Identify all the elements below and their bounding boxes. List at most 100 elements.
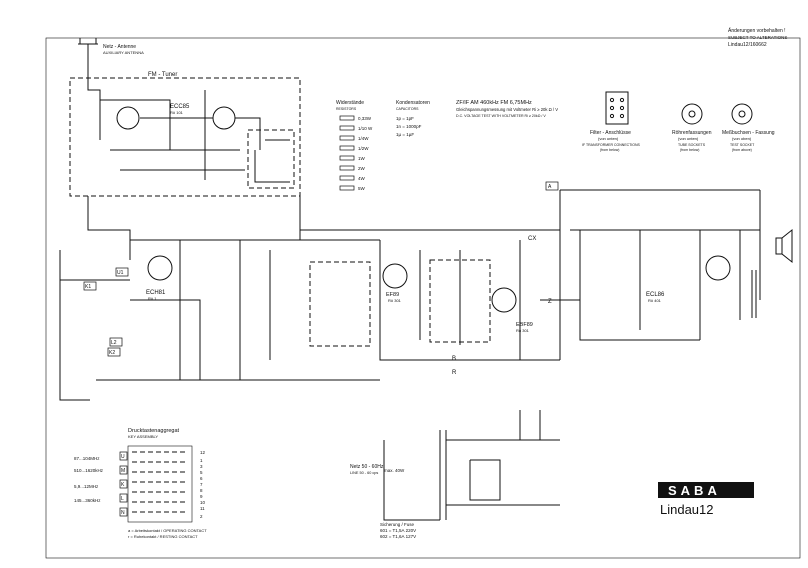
test-socket-legend-title: Meßbuchsen - Fassung — [722, 130, 775, 136]
tube-ebf89 — [491, 287, 517, 313]
key-number: 6 — [200, 476, 203, 481]
band-label: 145...360kHz — [74, 498, 101, 503]
frame-tag-text: K1 — [85, 284, 91, 290]
key-assembly-box — [127, 445, 193, 523]
frame-tag-k1 — [83, 281, 97, 291]
antenna-symbol — [78, 38, 98, 56]
frame-tag-k2 — [107, 347, 121, 357]
tube-socket-legend-sub: (von unten) — [678, 136, 699, 141]
main-wiring — [59, 189, 761, 401]
tube-ecc85-label: ECC85 — [170, 104, 190, 110]
test-socket-legend-sub-en: (from above) — [732, 148, 752, 152]
tube-ebf89-label: EBF89 — [516, 322, 533, 328]
mains-power: max. 40W — [384, 468, 405, 473]
tube-socket-legend-title-en: TUBE SOCKETS — [678, 143, 706, 147]
capacitor-legend-item: 1p = 1pF — [396, 116, 414, 121]
if-filter-box-1 — [309, 261, 371, 347]
key-letter: U — [121, 454, 125, 460]
if-note-line-2: Gleichspannungsmessung mit Voltmeter Ri … — [456, 107, 558, 112]
filter-legend-title: Filter - Anschlüsse — [590, 130, 631, 136]
capacitor-legend-title-en: CAPACITORS — [396, 107, 419, 111]
key-letter-box — [119, 451, 128, 461]
drawing-frame — [45, 37, 801, 559]
signal-cx: CX — [528, 236, 536, 242]
resistor-legend-item: 1/2W — [358, 146, 369, 151]
key-note-resting: r = Ruhekontakt / RESTING CONTACT — [128, 534, 198, 539]
band-label: 510...1620kHz — [74, 468, 104, 473]
mains-label: Netz 50 - 60Hz — [350, 464, 384, 470]
revision-note-3: Lindau12/160662 — [728, 42, 767, 48]
key-number: 1 — [200, 458, 203, 463]
frame-tag-text: A — [548, 184, 552, 190]
resistor-legend-item: 1W — [358, 156, 366, 161]
power-supply-wiring — [383, 410, 560, 521]
key-letter: K — [121, 482, 125, 488]
filter-connection-diagram — [605, 91, 629, 125]
band-label: 87...104MHz — [74, 456, 100, 461]
test-socket-diagram — [731, 103, 753, 125]
revision-note-1: Änderungen vorbehalten ! — [728, 27, 786, 34]
signal-z: Z — [548, 299, 552, 305]
test-socket-legend-sub: (von oben) — [732, 136, 752, 141]
key-letter-box — [119, 479, 128, 489]
key-number: 3 — [200, 464, 203, 469]
capacitor-legend-item: 1µ = 1µF — [396, 132, 414, 137]
tube-ecl86 — [705, 255, 731, 281]
signal-r: R — [452, 370, 457, 376]
key-letter-box — [119, 493, 128, 503]
band-label: 5,9...12MHz — [74, 484, 99, 489]
tube-ech81-sub: Rö 1 — [148, 296, 157, 301]
key-assembly-title: Drucktastenaggregat — [128, 428, 180, 434]
saba-logo: SABA — [668, 483, 721, 498]
resistor-legend-item: 1/4W — [358, 136, 369, 141]
frame-tag-text: L2 — [111, 340, 117, 346]
filter-legend-sub-en: (from below) — [600, 148, 619, 152]
if-note-line-1: ZF/IF AM 460kHz FM 6,75MHz — [456, 100, 532, 106]
saba-logo-box — [658, 482, 754, 498]
resistor-legend-item: 4W — [358, 176, 366, 181]
tube-ef89-label: EF89 — [386, 292, 399, 298]
filter-legend-sub: (von unten) — [598, 136, 619, 141]
key-letter-box — [119, 507, 128, 517]
frame-tag-text: K2 — [109, 350, 115, 356]
key-letter: M — [121, 468, 125, 474]
signal-b: B — [452, 356, 456, 362]
key-number: 8 — [200, 488, 203, 493]
speaker-icon — [775, 228, 793, 264]
resistor-legend-title: Widerstände — [336, 100, 364, 106]
resistor-legend-item: 5W — [358, 186, 366, 191]
key-note-operating: a = Arbeitskontakt / OPERATING CONTACT — [128, 528, 207, 533]
tube-socket-diagram — [681, 103, 703, 125]
frame-tag-u1 — [115, 267, 129, 277]
fuse-spec-2: 602 = T1,6A 127V — [380, 534, 416, 539]
fm-tuner-if-box — [247, 129, 295, 189]
key-assembly-title-en: KEY ASSEMBLY — [128, 434, 158, 439]
resistor-legend-item: 1/10 W — [358, 126, 373, 131]
tube-ebf89-sub: Rö 301 — [516, 328, 530, 333]
if-note-line-3: D.C. VOLTAGE TEST WITH VOLTMETER Ri ≥ 20… — [456, 114, 546, 118]
key-number: 10 — [200, 500, 206, 505]
antenna-label-en: AUXILIARY ANTENNA — [103, 50, 144, 55]
output-transformer — [751, 270, 757, 318]
antenna-label: Netz - Antenne — [103, 44, 136, 50]
filter-legend-title-en: IF TRANSFORMER CONNECTIONS — [582, 143, 641, 147]
key-number: 9 — [200, 494, 203, 499]
tube-socket-legend-sub-en: (from below) — [680, 148, 699, 152]
test-socket-legend-title-en: TEST SOCKET — [730, 143, 755, 147]
mains-label-en: LINE 50 - 60 cps — [350, 471, 378, 475]
key-number: 11 — [200, 506, 205, 511]
key-number: 2 — [200, 514, 203, 519]
key-letter: L — [121, 496, 124, 502]
key-number: 12 — [200, 450, 206, 455]
key-letter: N — [121, 510, 125, 516]
resistor-legend-item: 0,33W — [358, 116, 372, 121]
tube-ecl86-sub: Rö 401 — [648, 298, 662, 303]
fuse-spec-1: 601 = T1,5A 220V — [380, 528, 416, 533]
frame-tag-text: U1 — [117, 270, 124, 276]
resistor-legend-title-en: RESISTORS — [336, 107, 357, 111]
tube-ef89-sub: Rö 301 — [388, 298, 402, 303]
tube-ecl86-label: ECL86 — [646, 292, 665, 298]
tuner-wiring — [87, 56, 290, 183]
fm-tuner-title: FM - Tuner — [148, 72, 177, 78]
capacitor-legend-item: 1n = 1000pF — [396, 124, 422, 129]
